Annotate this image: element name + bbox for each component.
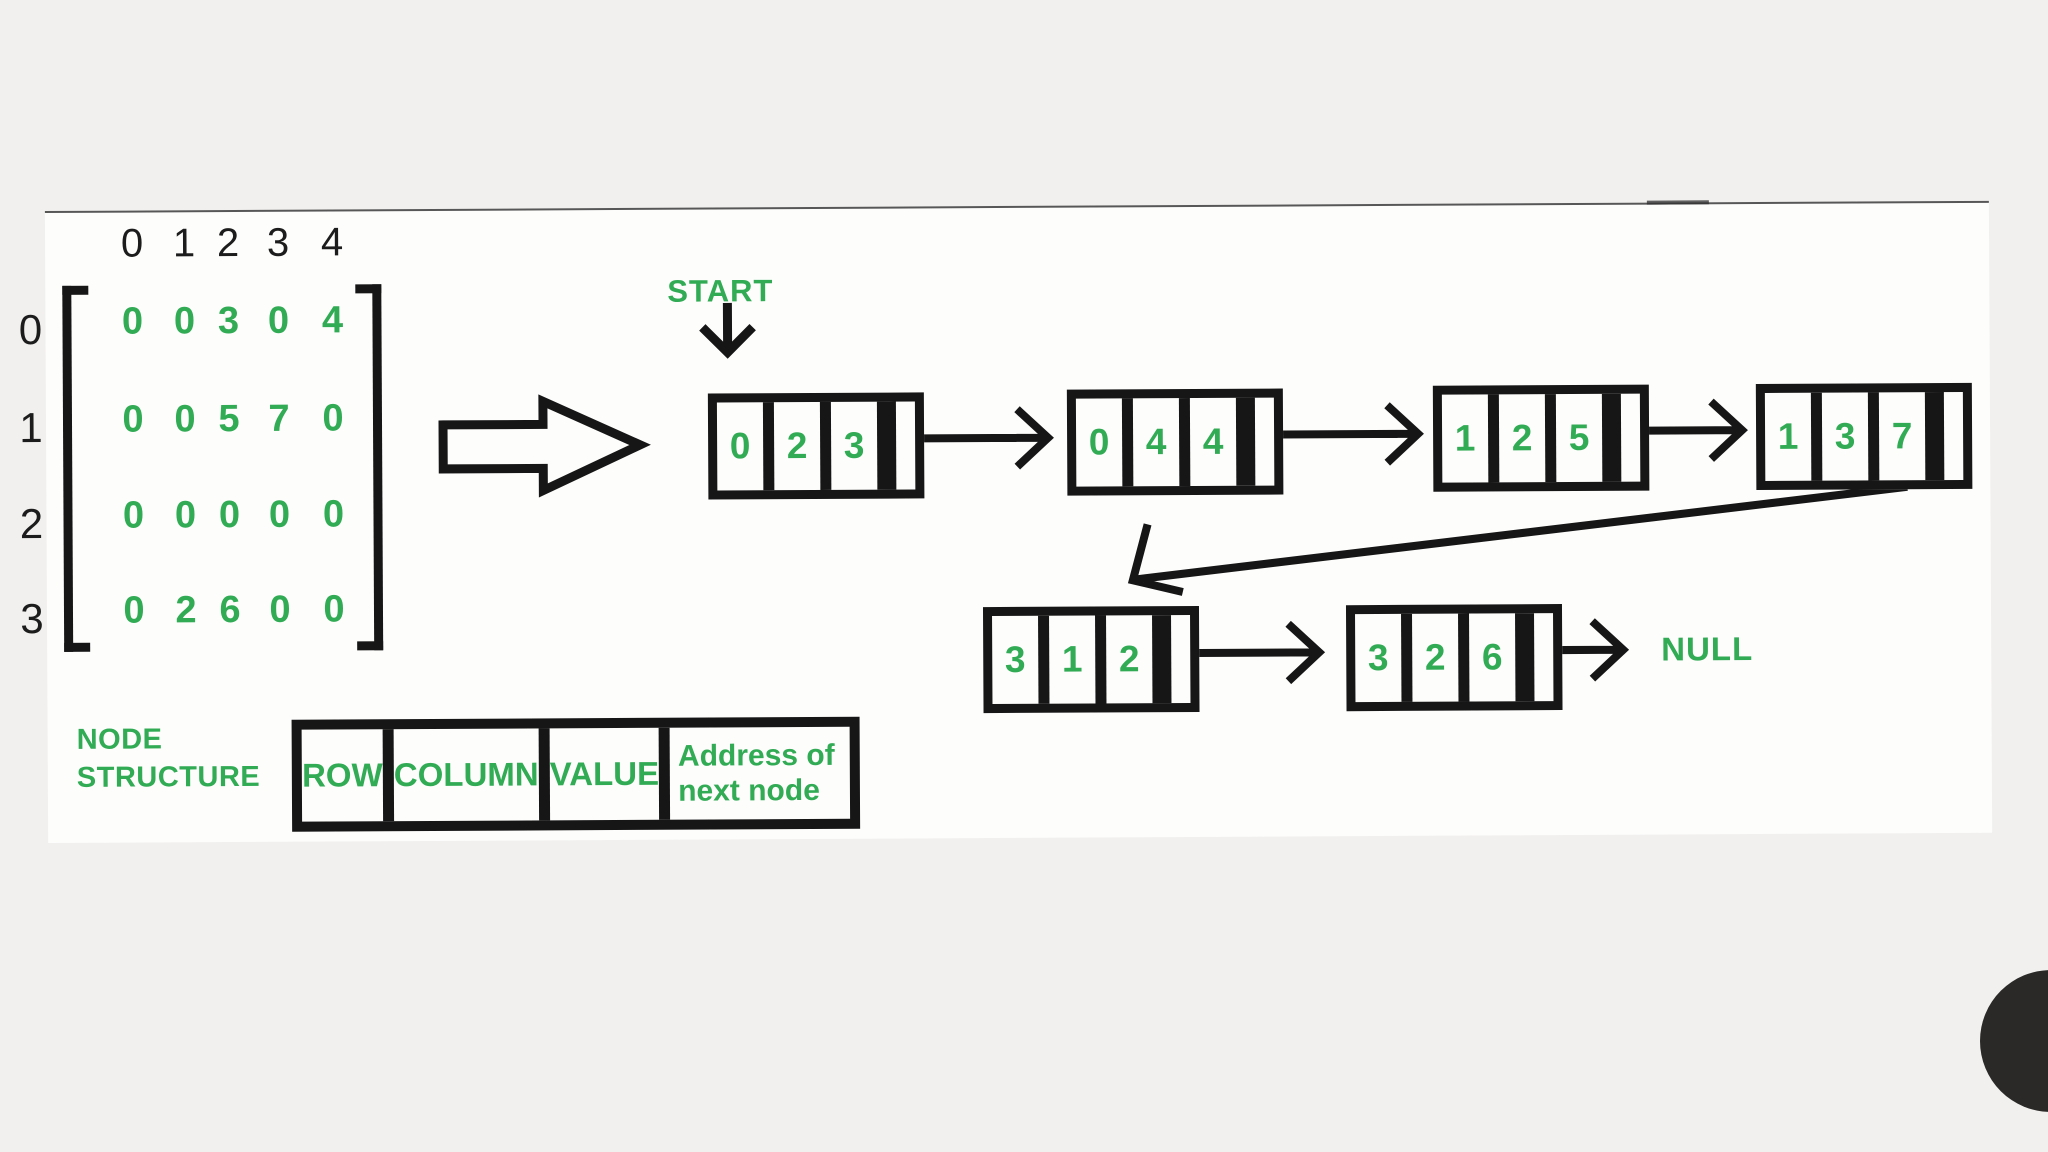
node-pointer-cell — [1944, 392, 1963, 480]
node-row-cell: 0 — [716, 402, 775, 491]
matrix-cell: 0 — [122, 494, 145, 537]
matrix-cell: 0 — [268, 493, 291, 536]
matrix-cell: 0 — [269, 588, 291, 631]
matrix-row-header: 0 — [18, 306, 43, 354]
node-pointer-cell — [1534, 613, 1553, 701]
address-line-2: next node — [678, 773, 820, 808]
matrix-row-header: 1 — [19, 404, 43, 452]
matrix-cell: 0 — [267, 299, 290, 342]
matrix-col-header: 2 — [216, 220, 240, 266]
node-row-cell: 1 — [1441, 394, 1500, 483]
node-column-cell: 2 — [1412, 613, 1470, 702]
node-row-cell: 1 — [1764, 392, 1823, 481]
node-structure-cell: COLUMN — [393, 728, 550, 822]
node-structure-cell: ROW — [301, 729, 395, 822]
node-column-cell: 1 — [1049, 615, 1107, 704]
node-pointer-cell — [1171, 615, 1190, 703]
node-column-cell: 2 — [1498, 394, 1557, 483]
matrix-cell: 6 — [219, 588, 241, 632]
node-value-cell: 6 — [1469, 613, 1535, 702]
node-pointer-cell — [1621, 394, 1640, 482]
matrix-cell: 0 — [322, 397, 344, 440]
matrix-cell: 4 — [321, 299, 344, 342]
matrix-cell: 0 — [121, 300, 144, 343]
matrix-cell: 5 — [218, 397, 240, 441]
node-value-cell: 3 — [830, 401, 897, 490]
node-column-cell: 3 — [1821, 392, 1880, 481]
matrix-cell: 0 — [218, 493, 241, 537]
node-column-cell: 4 — [1132, 398, 1191, 487]
matrix-row-header: 2 — [19, 500, 44, 548]
node-pointer-cell — [1255, 398, 1274, 486]
node-value-cell: 4 — [1189, 397, 1256, 487]
start-label: START — [667, 273, 774, 309]
matrix-row-header: 3 — [20, 595, 44, 643]
node-value-cell: 2 — [1106, 615, 1172, 704]
matrix-cell: 2 — [175, 589, 197, 632]
matrix-col-header: 0 — [120, 221, 144, 266]
matrix-cell: 0 — [174, 398, 196, 441]
node-structure-cell: VALUE — [549, 727, 671, 821]
matrix-cell: 3 — [217, 299, 240, 343]
matrix-right-bracket — [355, 284, 384, 651]
matrix-cell: 0 — [322, 493, 345, 536]
matrix-cell: 0 — [323, 588, 345, 631]
matrix-cell: 0 — [174, 494, 197, 537]
node-structure-label-line1: NODE — [76, 723, 163, 756]
matrix-col-header: 1 — [172, 221, 196, 266]
null-label: NULL — [1661, 630, 1754, 668]
matrix-cell: 0 — [122, 398, 144, 441]
node-row-cell: 0 — [1075, 398, 1134, 487]
matrix-cell: 7 — [268, 397, 290, 440]
matrix-left-bracket — [62, 285, 91, 652]
matrix-col-header: 3 — [266, 220, 290, 265]
matrix-col-header: 4 — [320, 220, 344, 265]
node-row-cell: 3 — [992, 615, 1050, 705]
node-structure-label: NODE STRUCTURE — [77, 720, 261, 797]
slide-top-line-dash — [1646, 200, 1709, 205]
node-row-cell: 3 — [1355, 613, 1413, 703]
matrix-cell: 0 — [123, 589, 145, 632]
node-column-cell: 2 — [773, 401, 832, 491]
matrix-cell: 0 — [173, 300, 196, 343]
node-value-cell: 7 — [1878, 392, 1945, 481]
address-line-1: Address of — [677, 738, 835, 773]
node-value-cell: 5 — [1555, 393, 1622, 483]
node-structure-label-line2: STRUCTURE — [76, 760, 261, 794]
node-pointer-cell — [896, 401, 915, 489]
